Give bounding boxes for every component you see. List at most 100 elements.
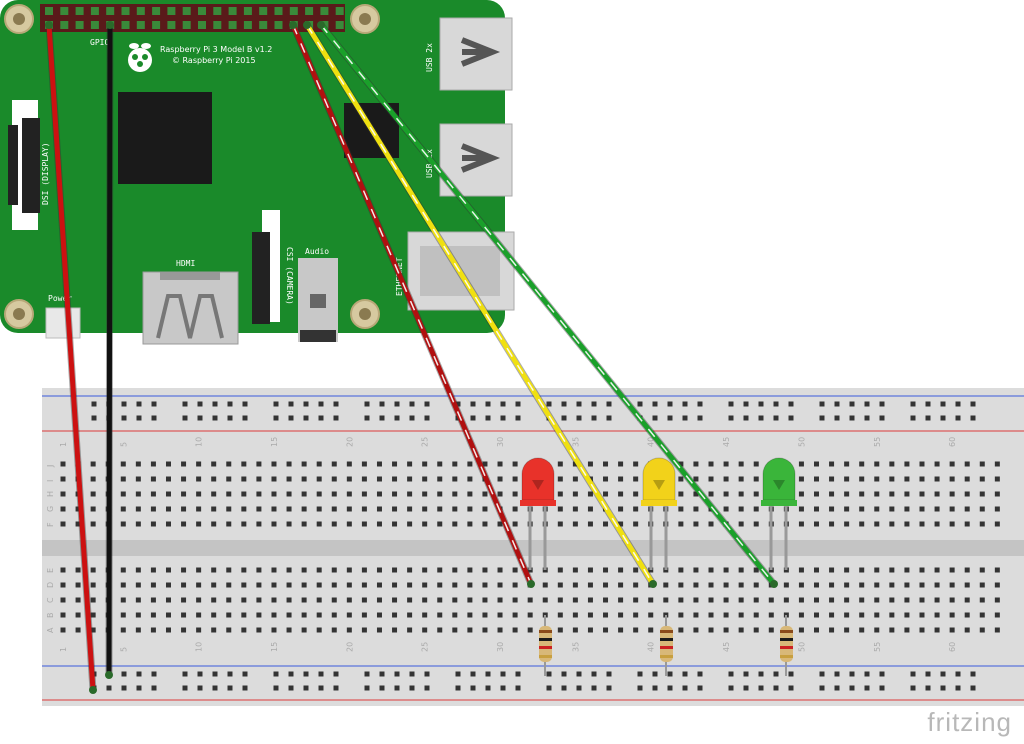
breadboard-hole (241, 597, 247, 603)
breadboard-hole (693, 491, 699, 497)
gpio-pin (60, 21, 69, 29)
power-rail-hole (546, 671, 552, 677)
breadboard-hole (693, 567, 699, 573)
breadboard-hole (693, 461, 699, 467)
breadboard-hole (723, 491, 729, 497)
power-rail-hole (500, 415, 506, 421)
gpio-pin (213, 7, 222, 15)
breadboard-hole (407, 612, 413, 618)
power-rail-hole (758, 415, 764, 421)
gpio-pin (320, 7, 329, 15)
power-rail-hole (834, 671, 840, 677)
gpio-pin (259, 21, 268, 29)
breadboard-hole (361, 567, 367, 573)
column-number: 50 (797, 437, 806, 447)
power-rail-hole (409, 415, 415, 421)
gpio-pin (45, 7, 53, 15)
breadboard-hole (603, 582, 609, 588)
breadboard-hole (301, 582, 307, 588)
power-rail-hole (91, 415, 97, 421)
breadboard-hole (603, 567, 609, 573)
gpio-pin (121, 21, 130, 29)
breadboard-hole (422, 521, 428, 527)
breadboard-hole (392, 597, 398, 603)
power-rail-hole (864, 415, 870, 421)
breadboard-hole (181, 567, 187, 573)
breadboard-hole (829, 627, 835, 633)
csi-label: CSI (CAMERA) (285, 247, 294, 305)
breadboard-hole (316, 506, 322, 512)
power-rail-hole (773, 401, 779, 407)
breadboard-hole (256, 582, 262, 588)
breadboard-hole (407, 521, 413, 527)
breadboard-hole (241, 521, 247, 527)
breadboard-hole (587, 461, 593, 467)
breadboard-hole (437, 627, 443, 633)
power-rail-hole (667, 685, 673, 691)
gpio-pin (243, 21, 252, 29)
breadboard-hole (919, 612, 925, 618)
breadboard-hole (678, 521, 684, 527)
breadboard-hole (60, 476, 66, 482)
breadboard-hole (120, 521, 126, 527)
resistor (660, 615, 673, 676)
breadboard-hole (934, 612, 940, 618)
breadboard-hole (753, 582, 759, 588)
power-rail-hole (667, 671, 673, 677)
breadboard-hole (904, 567, 910, 573)
breadboard-hole (693, 612, 699, 618)
csi-connector (252, 210, 280, 324)
breadboard-hole (346, 476, 352, 482)
column-number: 10 (195, 437, 204, 447)
power-rail-hole (182, 671, 188, 677)
power-rail-hole (682, 685, 688, 691)
breadboard-hole (376, 612, 382, 618)
breadboard-hole (708, 627, 714, 633)
breadboard-hole (286, 597, 292, 603)
gpio-pin (90, 7, 99, 15)
breadboard-hole (90, 567, 96, 573)
power-rail-hole (182, 401, 188, 407)
breadboard-hole (874, 627, 880, 633)
power-rail-hole (910, 401, 916, 407)
breadboard-hole (150, 506, 156, 512)
power-rail-hole (197, 401, 203, 407)
breadboard-hole (723, 567, 729, 573)
power-rail-hole (849, 415, 855, 421)
breadboard-hole (452, 582, 458, 588)
power-rail-hole (576, 671, 582, 677)
breadboard-hole (979, 567, 985, 573)
breadboard-hole (120, 627, 126, 633)
breadboard-hole (919, 461, 925, 467)
breadboard-hole (723, 582, 729, 588)
breadboard-hole (331, 612, 337, 618)
gpio-pin (259, 7, 268, 15)
breadboard-hole (874, 506, 880, 512)
audio-label: Audio (305, 247, 329, 256)
power-rail-hole (288, 415, 294, 421)
power-rail-hole (955, 671, 961, 677)
breadboard-hole (844, 582, 850, 588)
breadboard-hole (979, 491, 985, 497)
breadboard-hole (829, 597, 835, 603)
breadboard-hole (874, 582, 880, 588)
breadboard-hole (949, 627, 955, 633)
power-rail-hole (697, 671, 703, 677)
breadboard-hole (949, 461, 955, 467)
breadboard-hole (798, 612, 804, 618)
column-number: 20 (345, 437, 354, 447)
power-rail-hole (925, 401, 931, 407)
power-rail-hole (743, 685, 749, 691)
breadboard-hole (874, 491, 880, 497)
breadboard-hole (271, 597, 277, 603)
breadboard-hole (829, 491, 835, 497)
breadboard-hole (467, 506, 473, 512)
breadboard-hole (949, 582, 955, 588)
breadboard-hole (90, 627, 96, 633)
gpio-pin (274, 21, 283, 29)
power-rail-hole (197, 685, 203, 691)
breadboard-hole (90, 582, 96, 588)
breadboard-hole (753, 627, 759, 633)
column-number: 45 (722, 437, 731, 447)
breadboard-hole (934, 597, 940, 603)
